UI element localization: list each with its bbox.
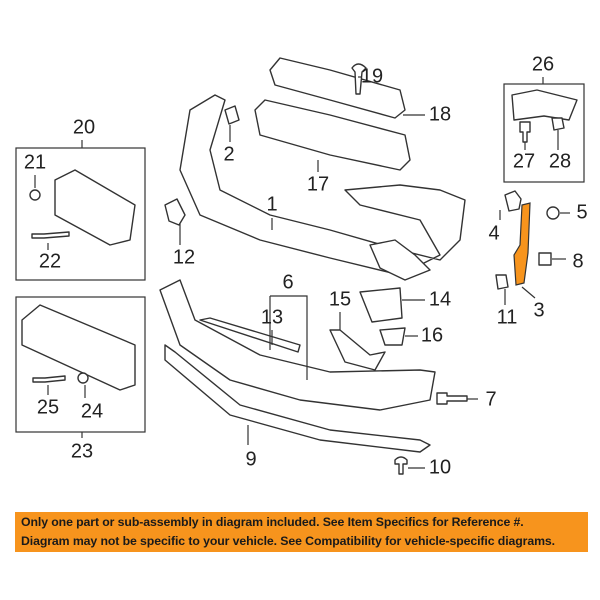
part-4-retainer <box>504 190 522 212</box>
callout-12: 12 <box>173 246 195 268</box>
callout-25: 25 <box>37 396 59 418</box>
part-17-absorber <box>254 99 411 171</box>
callout-19: 19 <box>361 65 383 87</box>
callout-4: 4 <box>488 222 499 244</box>
callout-24: 24 <box>81 400 103 422</box>
callout-15: 15 <box>329 288 351 310</box>
bracket-box <box>503 83 585 183</box>
part-25-screw <box>32 375 66 383</box>
part-1-upper-fascia <box>179 94 466 276</box>
callout-9: 9 <box>245 448 256 470</box>
callout-14: 14 <box>429 288 451 310</box>
callout-16: 16 <box>421 324 443 346</box>
callout-1: 1 <box>266 193 277 215</box>
license-plate-box <box>15 296 146 433</box>
part-20-license-bracket <box>54 169 136 246</box>
callout-11: 11 <box>497 306 518 328</box>
disclaimer-line-1: Only one part or sub-assembly in diagram… <box>21 515 524 529</box>
part-27-bolt <box>519 121 531 143</box>
callout-2: 2 <box>223 143 234 165</box>
callout-17: 17 <box>307 173 329 195</box>
part-5-nut <box>546 206 560 220</box>
callout-26: 26 <box>532 53 554 75</box>
callout-6: 6 <box>282 271 293 293</box>
part-8-clip <box>538 252 552 266</box>
part-26-bracket <box>511 89 578 121</box>
part-9-deflector <box>164 344 431 453</box>
callout-18: 18 <box>429 103 451 125</box>
callout-5: 5 <box>576 201 587 223</box>
part-7-bolt <box>436 392 468 405</box>
part-3-bracket-highlighted <box>513 202 531 286</box>
leader-lines <box>34 76 570 469</box>
part-28-nut <box>551 117 565 131</box>
part-19-push-pin <box>351 63 367 95</box>
callout-20: 20 <box>73 116 95 138</box>
callout-7: 7 <box>485 388 496 410</box>
part-16-bracket <box>379 327 406 346</box>
part-14-fog-bezel <box>359 287 403 323</box>
callout-8: 8 <box>572 250 583 272</box>
part-1-grille-opening <box>369 239 431 281</box>
license-bracket-box <box>15 147 146 281</box>
callout-3: 3 <box>533 299 544 321</box>
part-13-molding <box>199 317 301 353</box>
part-2-clip <box>224 105 240 125</box>
disclaimer-banner: Only one part or sub-assembly in diagram… <box>15 512 588 552</box>
part-22-screw <box>31 231 70 239</box>
callout-22: 22 <box>39 250 61 272</box>
part-24-nut <box>77 372 89 384</box>
callout-13: 13 <box>261 306 283 328</box>
callout-23: 23 <box>71 440 93 462</box>
part-10-pin <box>394 456 408 475</box>
part-23-license-plate <box>21 304 136 391</box>
part-12-cover <box>164 198 186 226</box>
part-21-nut <box>29 189 41 201</box>
part-6-lower-fascia <box>159 279 436 411</box>
callout-28: 28 <box>549 150 571 172</box>
callout-10: 10 <box>429 456 451 478</box>
part-15-bezel <box>329 329 386 371</box>
callout-21: 21 <box>24 151 46 173</box>
part-18-absorber <box>269 57 406 119</box>
part-11-clip <box>495 274 509 290</box>
disclaimer-line-2: Diagram may not be specific to your vehi… <box>21 534 555 548</box>
callout-27: 27 <box>513 150 535 172</box>
